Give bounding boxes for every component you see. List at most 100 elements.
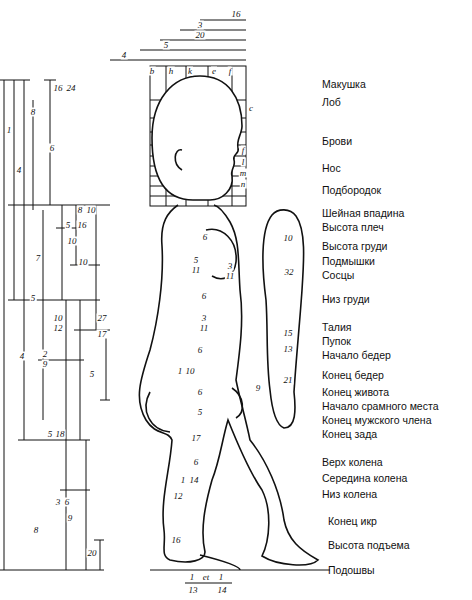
callout-number: 5 (65, 221, 72, 230)
part-label: Низ груди (322, 294, 370, 305)
callout-number: 15 (283, 329, 294, 338)
callout-number: 2 (42, 350, 49, 359)
part-label: Подмышки (322, 256, 375, 267)
measure-lines-part (66, 300, 67, 570)
part-label: Середина колена (322, 473, 407, 484)
callout-number: e (211, 67, 217, 76)
measure-lines-part (62, 205, 63, 300)
callout-number: 10 (67, 237, 78, 246)
part-label: Брови (322, 136, 352, 147)
part-label: Талия (322, 322, 351, 333)
part-label: Высота подъема (328, 540, 410, 551)
callout-number: 17 (97, 330, 108, 339)
callout-number: 10 (283, 234, 294, 243)
measure-lines-part (140, 50, 246, 51)
callout-number: 8 (77, 206, 84, 215)
measure-lines-part (24, 80, 25, 440)
part-label: Сосцы (322, 270, 354, 281)
callout-number: 5 (30, 294, 37, 303)
callout-number: 6 (49, 144, 56, 153)
part-label: Подошвы (328, 565, 375, 576)
part-label: Начало срамного места (322, 401, 438, 412)
measure-lines-part (94, 540, 104, 541)
measure-lines-part (44, 80, 56, 81)
measure-lines-part (100, 540, 101, 570)
callout-number: 3 (197, 21, 204, 30)
callout-number: 4 (121, 51, 128, 60)
part-label: Конец икр (328, 516, 377, 527)
measure-lines-part (160, 40, 246, 41)
callout-number: 1 (6, 126, 13, 135)
part-label: Лоб (322, 97, 341, 108)
callout-number: 20 (87, 549, 98, 558)
measure-lines-part (100, 400, 110, 401)
callout-number: c (248, 104, 254, 113)
figure-outline-part (146, 392, 170, 432)
measure-lines-part (0, 80, 30, 81)
figure-outline-part (175, 150, 182, 170)
measure-lines-part (50, 80, 51, 205)
callout-number: 17 (191, 434, 202, 443)
part-label: Пупок (322, 336, 351, 347)
callout-number: 11 (199, 324, 209, 333)
head-grid-part (150, 66, 246, 206)
part-label: Макушка (322, 79, 366, 90)
measure-lines-part (18, 440, 90, 441)
callout-number: 16 (231, 10, 242, 19)
figure-outline-part (139, 205, 318, 565)
callout-number: 5 (47, 430, 54, 439)
part-label: Конец зада (322, 429, 377, 440)
figure-outline-part (152, 76, 242, 200)
callout-number: 10 (78, 258, 89, 267)
callout-number: n (240, 180, 247, 189)
callout-number: 14 (189, 476, 200, 485)
part-label: Конец живота (322, 387, 389, 398)
callout-number: 21 (283, 376, 294, 385)
callout-number: f (228, 67, 233, 76)
callout-number: 3 (227, 262, 234, 271)
figure-outline (139, 76, 318, 570)
callout-number: 27 (97, 314, 108, 323)
callout-number: 9 (255, 384, 262, 393)
callout-number: 16 (171, 536, 182, 545)
callout-number: 6 (64, 498, 71, 507)
callout-number: 5 (197, 408, 204, 417)
callout-number: 4 (16, 166, 23, 175)
callout-number: f (241, 146, 246, 155)
measure-lines-part (200, 20, 246, 21)
measure-lines-part (60, 490, 90, 491)
measure-lines-part (106, 330, 107, 400)
callout-number: 5 (89, 370, 96, 379)
part-label: Высота плеч (322, 222, 384, 233)
callout-number: 24 (66, 84, 77, 93)
part-label: Низ колена (322, 489, 377, 500)
measure-lines-part (110, 60, 246, 61)
callout-number: 10 (86, 206, 97, 215)
measure-lines-part (43, 210, 44, 420)
head-grid (150, 66, 246, 206)
measure-lines (0, 20, 330, 583)
callout-number: 18 (55, 430, 66, 439)
callout-number: 1 (177, 367, 184, 376)
measure-lines-part (33, 100, 34, 210)
callout-number: 11 (225, 272, 235, 281)
figure-outline-part (263, 210, 304, 428)
callout-number: 13 (283, 345, 294, 354)
callout-number: 1 (218, 573, 225, 582)
measure-lines-part (0, 570, 104, 571)
part-label: Конец мужского члена (322, 415, 432, 426)
callout-number: 3 (201, 314, 208, 323)
measure-lines-part (80, 300, 81, 440)
part-label: Шейная впадина (322, 208, 404, 219)
measure-lines-part (14, 80, 15, 300)
measure-lines-part (4, 80, 5, 570)
callout-number: 10 (185, 367, 196, 376)
callout-number: 5 (193, 256, 200, 265)
callout-number: h (168, 67, 175, 76)
callout-number: 9 (67, 514, 74, 523)
callout-number: 1 (180, 476, 187, 485)
figure-outline-part (200, 555, 240, 570)
callout-number: 16 (53, 84, 64, 93)
part-label: Высота груди (322, 241, 387, 252)
callout-number: 14 (217, 586, 228, 595)
